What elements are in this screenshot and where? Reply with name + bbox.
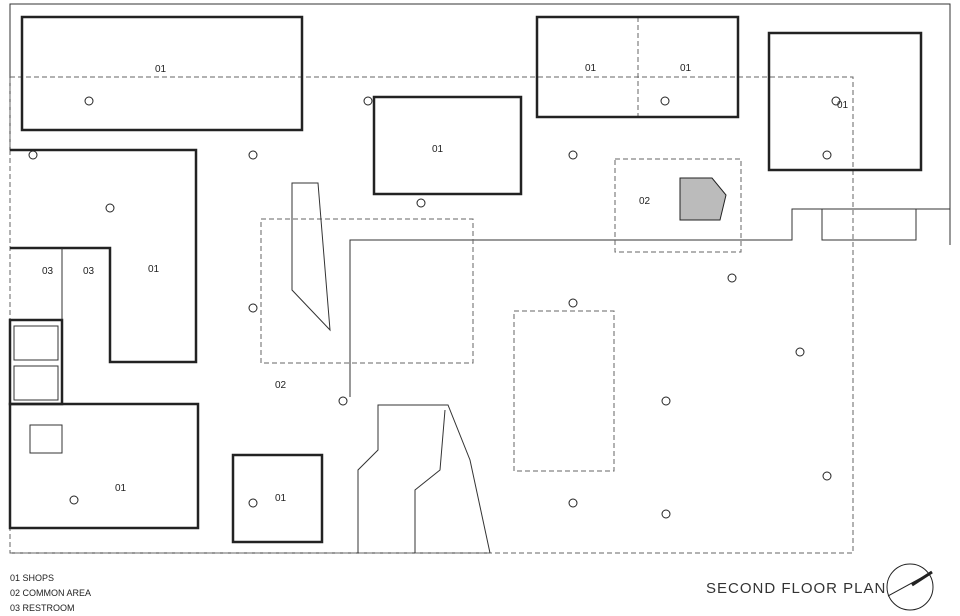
legend-code: 03 — [10, 603, 21, 613]
room-tag: 01 — [680, 63, 692, 74]
dashed-zones — [9, 17, 854, 554]
light-fixtures — [28, 96, 841, 519]
legend-item: 01 SHOPS — [10, 571, 91, 586]
atrium-void — [357, 177, 727, 554]
room-tag: 01 — [432, 144, 444, 155]
legend-code: 02 — [10, 588, 21, 598]
room-tag: 01 — [585, 63, 597, 74]
legend-item: 02 COMMON AREA — [10, 586, 91, 601]
room-tag: 01 — [837, 100, 849, 111]
room-tag: 02 — [275, 380, 287, 391]
room-tag: 01 — [155, 64, 167, 75]
stairs — [29, 182, 917, 454]
legend-label: RESTROOM — [22, 603, 75, 613]
legend-code: 01 — [10, 573, 21, 583]
room-tag: 01 — [148, 264, 160, 275]
room-tag: 03 — [83, 266, 95, 277]
room-tag: 03 — [42, 266, 54, 277]
room-tag: 01 — [115, 483, 127, 494]
room-tag: 02 — [639, 196, 651, 207]
legend-label: SHOPS — [22, 573, 55, 583]
legend-label: COMMON AREA — [22, 588, 92, 598]
room-tags: 01 01 01 01 01 01 01 01 02 02 03 03 — [42, 63, 849, 504]
room-tag: 01 — [275, 493, 287, 504]
legend: 01 SHOPS 02 COMMON AREA 03 RESTROOM — [10, 571, 91, 616]
shop-walls — [8, 15, 923, 544]
north-arrow-icon — [886, 563, 934, 611]
plan-title: SECOND FLOOR PLAN — [706, 580, 887, 597]
outer-walls — [9, 3, 951, 554]
legend-item: 03 RESTROOM — [10, 601, 91, 616]
